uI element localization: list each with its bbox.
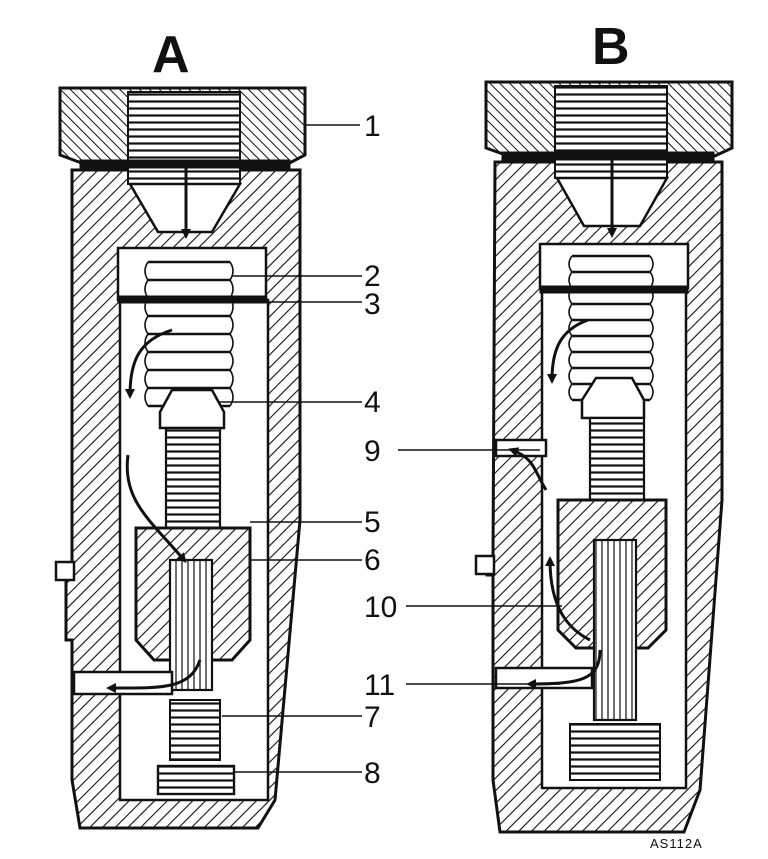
view-b-piston (592, 538, 638, 722)
callout-11: 11 (364, 669, 395, 702)
view-b-valve-head (580, 376, 646, 420)
view-a-outlet-arrow (106, 659, 202, 694)
view-a-piston (168, 558, 214, 692)
view-a-end-plug (156, 764, 236, 796)
view-a-locating-pin (54, 560, 76, 582)
view-b-label: B (592, 18, 630, 76)
view-b-locating-pin (474, 554, 496, 576)
view-b-plunger-thread (588, 416, 646, 516)
callout-5: 5 (364, 506, 381, 539)
view-a-inlet-thread (127, 91, 241, 185)
view-a-valve-head (158, 388, 226, 430)
view-a: A (54, 26, 381, 830)
view-a-label: A (152, 26, 190, 84)
callout-9: 9 (364, 435, 381, 468)
view-b-leaders (398, 449, 562, 685)
view-a-bypass-arrow (125, 328, 173, 399)
view-b-return-arrow (545, 556, 591, 642)
view-b-gasket (501, 151, 715, 161)
callout-7: 7 (364, 701, 381, 734)
callout-1: 1 (364, 110, 381, 143)
view-a-lower-thread (169, 699, 221, 761)
view-a-plunger-thread (164, 426, 222, 530)
view-b-lower-thread (569, 723, 661, 781)
view-b-spring-chamber (538, 242, 690, 290)
callout-4: 4 (364, 386, 381, 419)
view-a-flow-arrow-down (125, 454, 187, 564)
view-b-washer (539, 285, 689, 294)
view-a-washer (117, 295, 267, 304)
view-b-vent-arrow (508, 447, 548, 491)
view-a-outlet-port (72, 670, 174, 696)
view-b-bypass-arrow (547, 318, 589, 384)
reference-code: AS112A (650, 836, 703, 851)
callout-3: 3 (364, 288, 381, 321)
callout-2: 2 (364, 260, 381, 293)
view-a-spring (144, 260, 234, 408)
view-a-leaders (218, 124, 362, 773)
callout-8: 8 (364, 757, 381, 790)
view-b: B 9 10 11 (364, 18, 734, 834)
callout-10: 10 (364, 591, 397, 624)
view-a-spring-chamber (116, 246, 268, 302)
callout-6: 6 (364, 544, 381, 577)
